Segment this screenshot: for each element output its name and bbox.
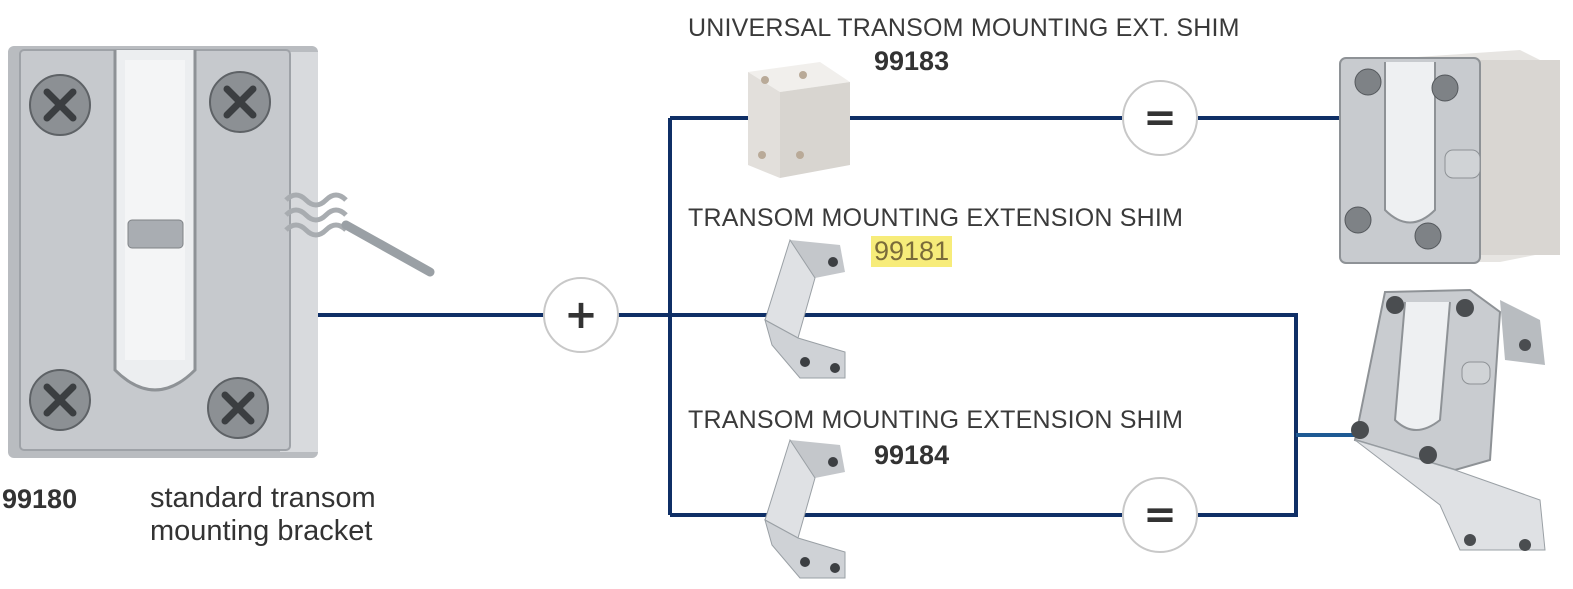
bracket-code: 99180 — [2, 484, 78, 514]
assembly-universal-result-image — [1339, 50, 1560, 264]
bracket-label: standard transom mounting bracket — [150, 482, 376, 547]
extension-shim-99184-image — [764, 438, 846, 579]
shim-code-99183: 99183 — [874, 46, 950, 76]
assembly-extension-result-image — [1351, 288, 1546, 551]
shim-title-extension-99181: TRANSOM MOUNTING EXTENSION SHIM — [688, 204, 1184, 232]
line-middle-shim-loop — [670, 313, 1298, 517]
standard-bracket-image — [8, 46, 435, 458]
extension-shim-99181-image — [764, 238, 846, 379]
plus-operator: + — [543, 277, 619, 353]
connector-lines — [318, 116, 1360, 517]
shim-title-universal: UNIVERSAL TRANSOM MOUNTING EXT. SHIM — [688, 14, 1240, 42]
shim-code-99184: 99184 — [874, 440, 950, 470]
spring-handle — [284, 192, 435, 277]
equals-operator-bottom: = — [1122, 477, 1198, 553]
shim-code-99181: 99181 — [871, 236, 953, 267]
equals-operator-top: = — [1122, 80, 1198, 156]
universal-shim-image — [748, 62, 850, 178]
shim-title-extension-99184: TRANSOM MOUNTING EXTENSION SHIM — [688, 406, 1184, 434]
